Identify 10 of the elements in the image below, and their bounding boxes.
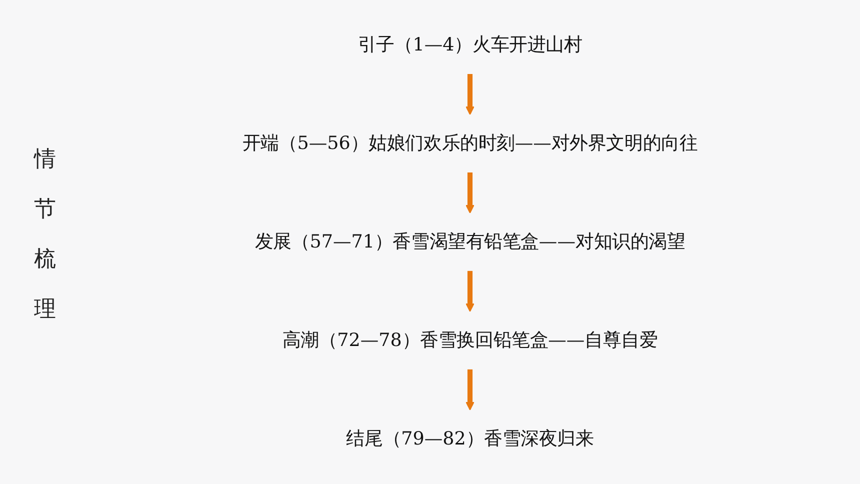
node-text: 引子（1—4）火车开进山村 (358, 34, 582, 56)
title: 情节梳理 (34, 146, 57, 324)
arrow (466, 172, 474, 214)
node-text: 高潮（72—78）香雪换回铅笔盒——自尊自爱 (282, 330, 658, 352)
node-text: 结尾（79—82）香雪深夜归来 (346, 428, 594, 450)
arrow (466, 369, 474, 410)
arrow (466, 74, 474, 115)
node-text: 开端（5—56）姑娘们欢乐的时刻——对外界文明的向往 (242, 132, 698, 154)
arrow (466, 270, 474, 312)
node-text: 发展（57—71）香雪渴望有铅笔盒——对知识的渴望 (254, 231, 686, 253)
